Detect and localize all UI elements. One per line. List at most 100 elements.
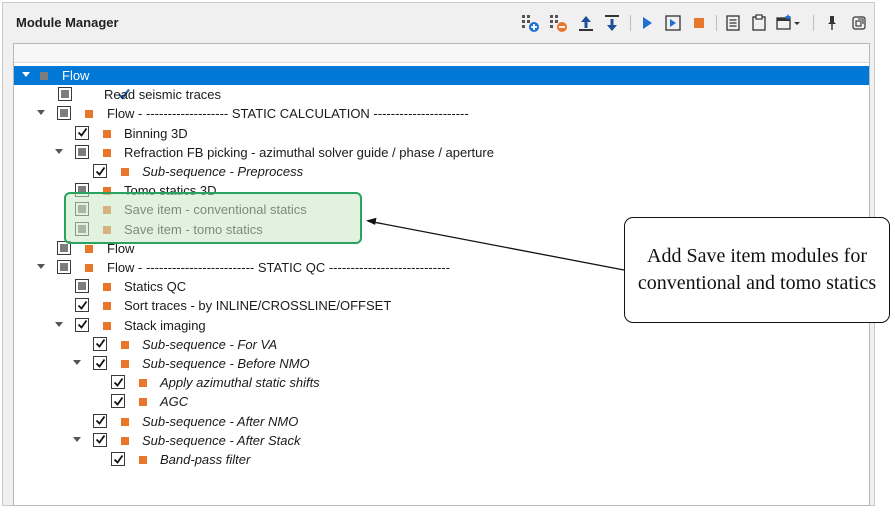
restore-icon[interactable] [849,13,869,33]
panel-title: Module Manager [16,15,119,30]
run-icon[interactable] [637,13,657,33]
tree-row[interactable]: Sub-sequence - After Stack [14,431,869,450]
module-marker-icon [103,148,111,157]
enabled-check-icon[interactable] [117,87,131,104]
tree-header [14,44,869,63]
module-checkbox[interactable] [93,336,107,351]
module-checkbox[interactable] [93,164,107,178]
panel-titlebar: Module Manager [3,3,874,39]
module-label: Sub-sequence - After NMO [142,413,299,429]
add-module-icon[interactable] [520,13,540,33]
expand-arrow-icon[interactable] [73,436,81,442]
module-label: Binning 3D [124,125,188,141]
module-checkbox[interactable] [75,317,89,332]
module-checkbox[interactable] [111,394,125,409]
tree-row[interactable]: Sub-sequence - Preprocess [14,162,869,181]
expand-arrow-icon[interactable] [37,110,45,116]
clipboard-icon[interactable] [749,13,769,33]
move-up-icon[interactable] [576,13,596,33]
module-checkbox[interactable] [75,125,89,140]
module-checkbox[interactable] [93,413,107,428]
module-label: Stack imaging [124,317,206,333]
module-marker-icon [139,456,147,464]
list-icon[interactable] [723,13,743,33]
callout-text: Add Save item modules for conventional a… [637,245,877,294]
expand-arrow-icon[interactable] [37,264,45,269]
module-label: AGC [160,394,189,410]
module-label: Sub-sequence - For VA [142,336,278,352]
module-checkbox[interactable] [111,452,125,466]
tree-row[interactable]: Stack imaging [14,316,869,335]
toolbar-separator [716,15,717,31]
module-marker-icon [121,436,129,445]
module-label: Flow - ------------------- STATIC CALCUL… [107,106,469,122]
module-checkbox[interactable] [93,356,107,370]
stop-icon[interactable] [689,13,709,33]
module-checkbox[interactable] [75,298,89,313]
module-marker-icon [121,417,129,426]
tree-row[interactable]: AGC [14,392,869,411]
move-down-icon[interactable] [602,13,622,33]
module-checkbox[interactable] [111,375,125,390]
module-label: Refraction FB picking - azimuthal solver… [124,144,494,160]
expand-arrow-icon[interactable] [22,72,30,77]
tree-row[interactable]: Flow [14,66,869,85]
module-marker-icon [103,321,111,330]
tree-row[interactable]: Sub-sequence - For VA [14,335,869,354]
tree-row[interactable]: Statics QC [14,277,869,296]
module-marker-icon [85,244,93,253]
annotation-callout: Add Save item modules for conventional a… [624,217,890,323]
tree-row[interactable]: Sub-sequence - Before NMO [14,354,869,373]
tree-row[interactable]: Binning 3D [14,124,869,143]
module-marker-icon [121,360,129,368]
tree-row[interactable]: Flow - ------------------- STATIC CALCUL… [14,104,869,123]
module-marker-icon [103,129,111,138]
tree-row[interactable]: Apply azimuthal static shifts [14,373,869,392]
module-label: Flow [107,240,135,256]
module-marker-icon [85,264,93,272]
expand-arrow-icon[interactable] [55,321,63,327]
tree-row[interactable]: Band-pass filter [14,450,869,469]
module-marker-icon [103,283,111,292]
toolbar-separator [630,15,631,31]
module-marker-icon [139,379,147,388]
expand-arrow-icon[interactable] [73,360,81,365]
module-checkbox[interactable] [58,87,72,102]
toolbar-separator [813,15,814,31]
module-label: Flow - ------------------------- STATIC … [107,260,451,275]
module-marker-icon [103,302,111,311]
module-checkbox[interactable] [57,260,71,274]
module-marker-icon [85,110,93,119]
module-label: Sub-sequence - Before NMO [142,356,310,371]
module-label: Read seismic traces [104,87,222,103]
module-marker-icon [139,398,147,407]
highlight-box [64,192,362,244]
pin-icon[interactable] [822,13,842,33]
window-menu-icon[interactable] [775,13,801,33]
module-checkbox[interactable] [93,432,107,447]
module-marker-icon [121,168,129,176]
module-checkbox[interactable] [75,144,89,159]
module-marker-icon [40,72,48,80]
module-checkbox[interactable] [75,279,89,294]
expand-arrow-icon[interactable] [55,148,63,154]
module-label: Sub-sequence - After Stack [142,432,301,448]
module-label: Statics QC [124,279,187,295]
module-checkbox[interactable] [57,106,71,121]
module-label: Apply azimuthal static shifts [160,375,320,391]
tree-row[interactable]: Flow - ------------------------- STATIC … [14,258,869,277]
tree-row[interactable]: Flow [14,239,869,258]
module-label: Sort traces - by INLINE/CROSSLINE/OFFSET [124,298,392,314]
module-label: Band-pass filter [160,452,251,467]
run-step-icon[interactable] [663,13,683,33]
remove-module-icon[interactable] [548,13,568,33]
tree-row[interactable]: Refraction FB picking - azimuthal solver… [14,143,869,162]
tree-row[interactable]: Read seismic traces [14,85,869,104]
module-marker-icon [121,340,129,349]
module-marker-icon [103,187,111,196]
module-label: Sub-sequence - Preprocess [142,164,304,179]
tree-row[interactable]: Sub-sequence - After NMO [14,412,869,431]
module-label: Flow [62,68,90,83]
tree-row[interactable]: Sort traces - by INLINE/CROSSLINE/OFFSET [14,296,869,315]
